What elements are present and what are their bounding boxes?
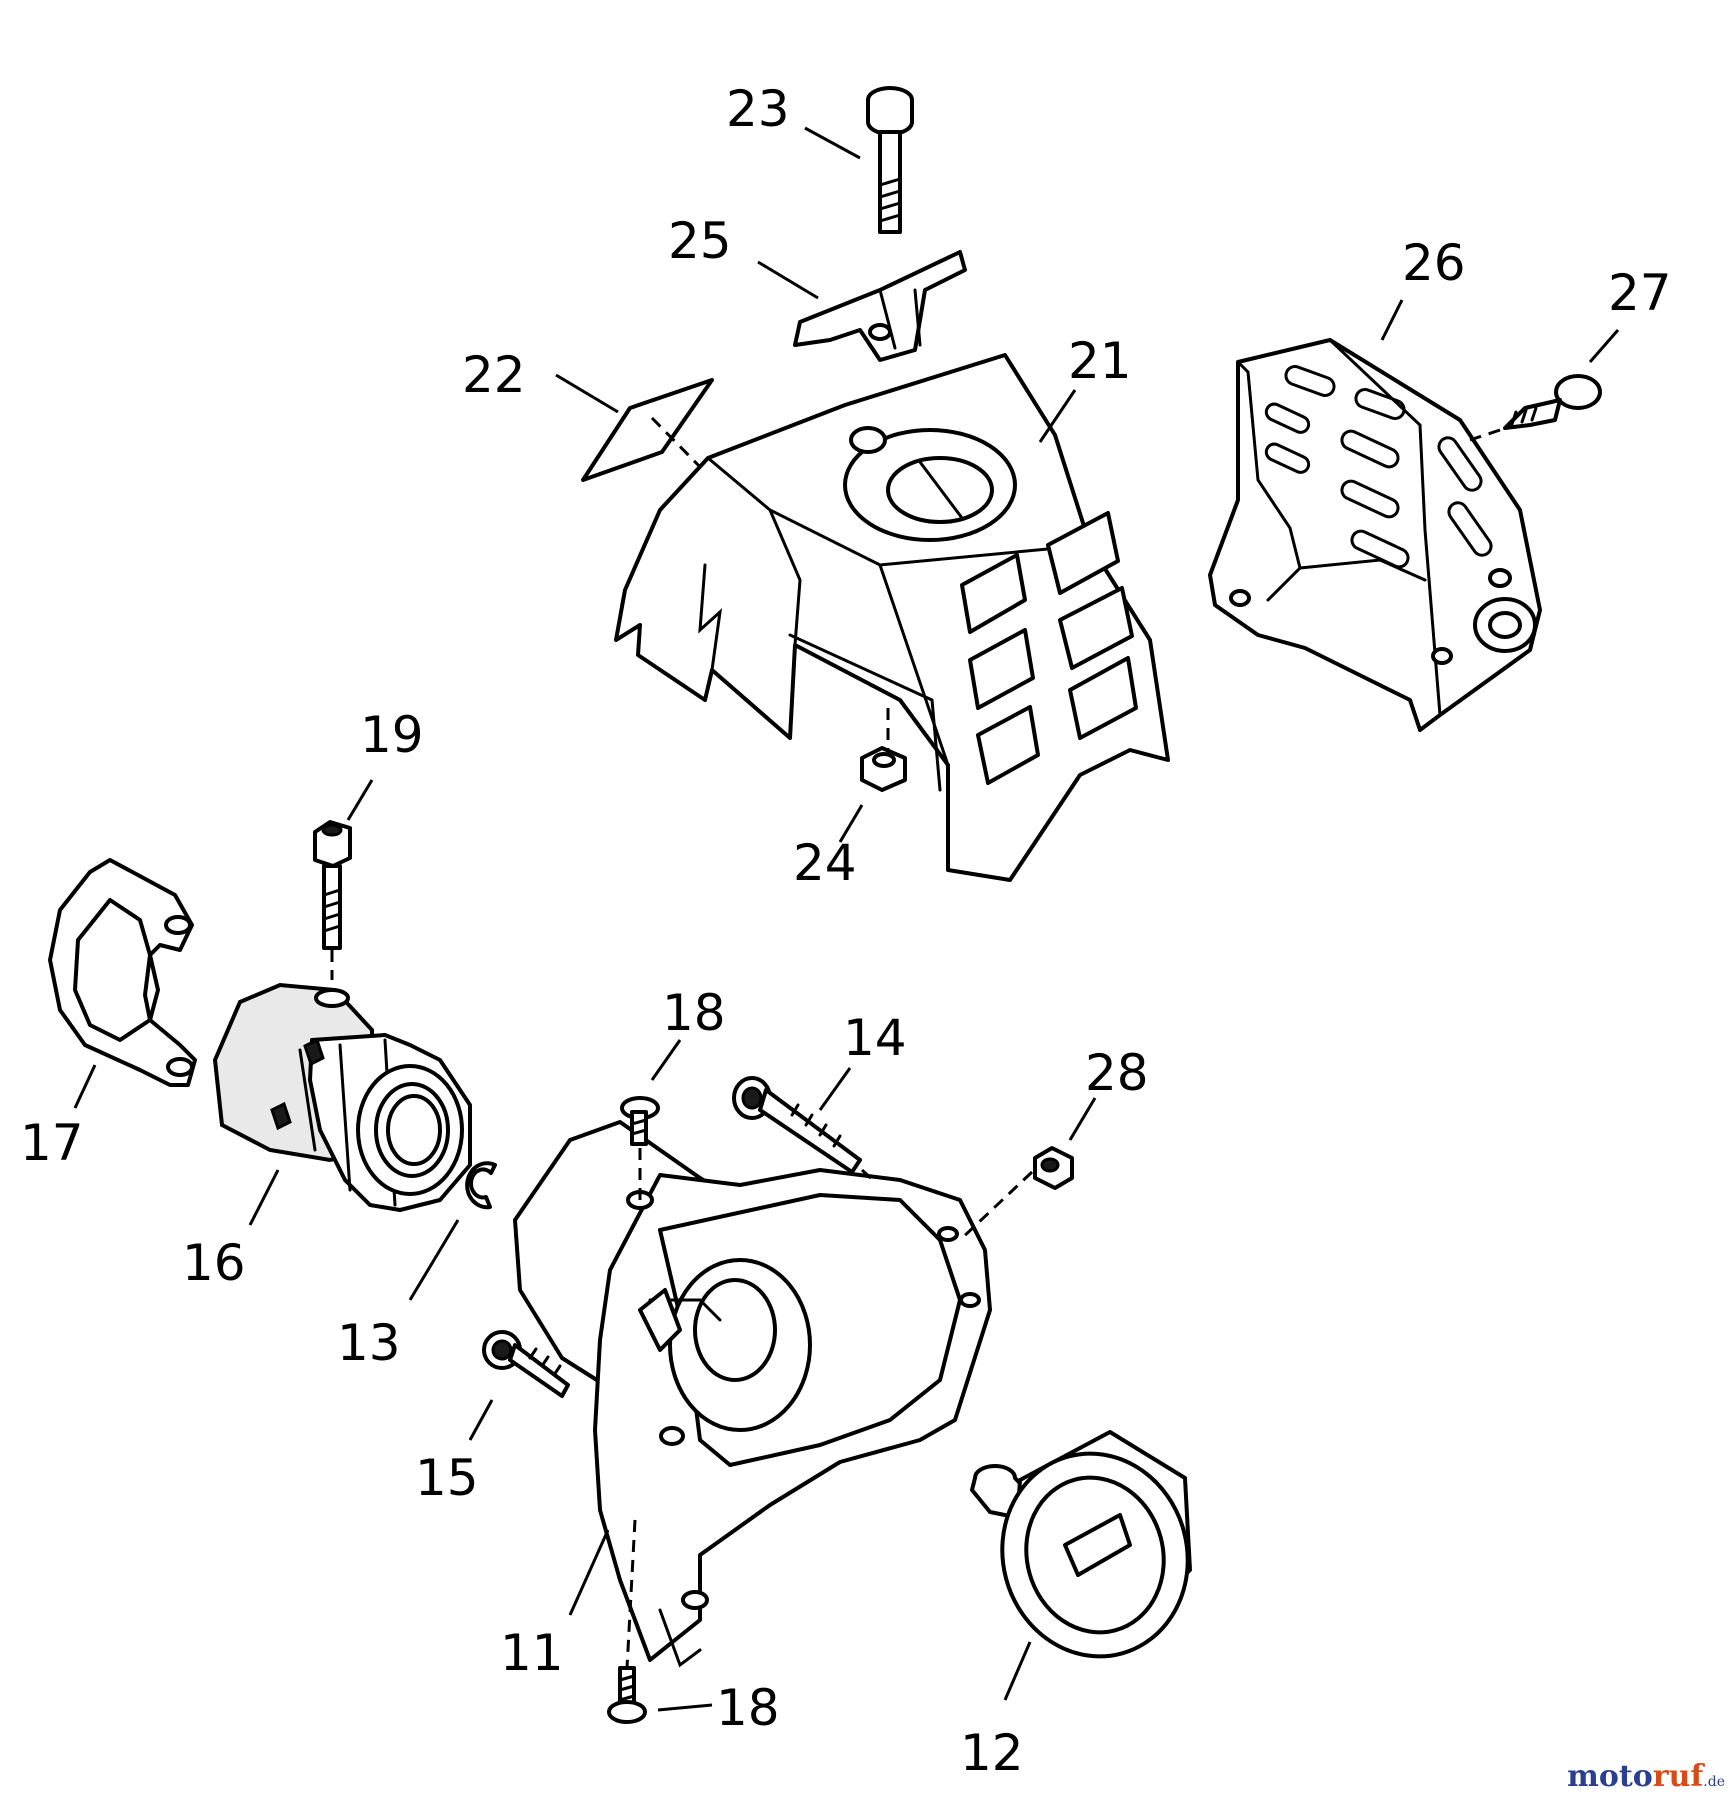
watermark-part2: ruf <box>1652 1759 1704 1794</box>
brand-watermark: motoruf.de <box>1567 1759 1725 1794</box>
part-26-muffler-cover <box>1208 338 1542 732</box>
part-28-nut <box>1033 1146 1074 1190</box>
part-22-label <box>581 378 714 482</box>
callout-19: 19 <box>360 706 424 764</box>
callout-26: 26 <box>1402 234 1466 292</box>
callout-14: 14 <box>843 1009 907 1067</box>
callout-18-upper: 18 <box>662 984 726 1042</box>
part-18-screw-upper <box>620 1096 660 1146</box>
part-17-bracket <box>48 858 197 1087</box>
part-25-clamp <box>793 250 967 362</box>
callout-16: 16 <box>182 1234 246 1292</box>
callout-13: 13 <box>337 1314 401 1372</box>
callout-18-lower: 18 <box>716 1679 780 1737</box>
callout-11: 11 <box>500 1624 564 1682</box>
callout-17: 17 <box>20 1114 84 1172</box>
part-11-fan-housing <box>513 1120 992 1668</box>
part-27-screw <box>1503 374 1602 430</box>
part-12-clutch-drum <box>970 1430 1192 1659</box>
part-15-bolt <box>482 1330 570 1398</box>
part-24-nut <box>860 708 907 792</box>
part-19-bolt <box>313 820 352 950</box>
callout-27: 27 <box>1608 264 1672 322</box>
callout-12: 12 <box>960 1724 1024 1782</box>
part-13-circlip <box>465 1161 497 1210</box>
callout-23: 23 <box>726 80 790 138</box>
callout-25: 25 <box>668 212 732 270</box>
part-18-screw-lower <box>607 1519 647 1724</box>
watermark-part3: .de <box>1703 1774 1725 1790</box>
callout-24: 24 <box>793 834 857 892</box>
callout-15: 15 <box>415 1449 479 1507</box>
callout-28: 28 <box>1085 1044 1149 1102</box>
part-23-bolt <box>866 86 914 234</box>
watermark-part1: moto <box>1567 1759 1653 1794</box>
callout-21: 21 <box>1068 332 1132 390</box>
callout-22: 22 <box>462 346 526 404</box>
part-14-bolt <box>732 1076 862 1174</box>
part-21-engine-cover <box>614 353 1170 882</box>
part-16-air-filter <box>212 982 472 1212</box>
